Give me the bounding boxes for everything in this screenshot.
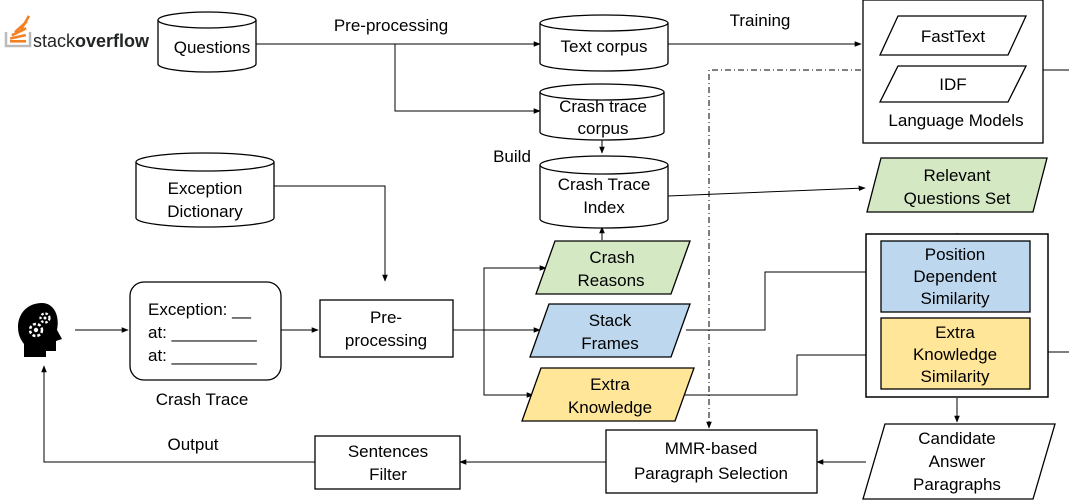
stack-frames-node: Stack Frames (529, 303, 691, 358)
mmr-selection-box: MMR-based Paragraph Selection (605, 429, 818, 494)
preprocessing-line1: Pre- (370, 308, 402, 327)
edge-preprocess-crashcorpus (394, 44, 541, 114)
crash-trace-line3: at: _________ (148, 346, 257, 365)
crash-trace-line2: at: _________ (148, 323, 257, 342)
extra-knowledge-similarity-box (880, 317, 1031, 390)
label-training: Training (730, 11, 791, 30)
label-output: Output (167, 435, 218, 454)
relevant-questions-line1: Relevant (923, 166, 990, 185)
edge-stackframes-position (686, 269, 879, 331)
exception-dictionary-line1: Exception (168, 179, 243, 198)
crash-trace-index-line1: Crash Trace (558, 175, 651, 194)
crash-trace-corpus-database: Crash trace corpus (539, 83, 665, 141)
logo-stack-text: stack (33, 31, 76, 51)
candidate-line1: Candidate (918, 429, 996, 448)
sentences-filter-line1: Sentences (348, 442, 428, 461)
language-models-box: FastText IDF Language Models (862, 0, 1044, 144)
candidate-line2: Answer (929, 452, 986, 471)
questions-label: Questions (174, 38, 251, 57)
language-models-label: Language Models (888, 111, 1023, 130)
fasttext-label: FastText (921, 27, 986, 46)
extra-knowledge-line2: Knowledge (568, 398, 652, 417)
extra-knowledge-node: Extra Knowledge (521, 367, 695, 422)
extra-knowledge-line1: Extra (590, 375, 630, 394)
position-similarity-line1: Position (925, 245, 985, 264)
mmr-line2: Paragraph Selection (634, 464, 788, 483)
position-similarity-box (880, 240, 1031, 313)
crash-trace-box: Exception: __ at: _________ at: ________… (129, 281, 282, 409)
crash-trace-index-database: Crash Trace Index (539, 155, 669, 229)
extra-similarity-line3: Similarity (921, 367, 990, 386)
crash-reasons-node: Crash Reasons (535, 240, 691, 295)
text-corpus-database: Text corpus (539, 14, 669, 72)
questions-database: Questions (157, 11, 257, 73)
extra-similarity-line1: Extra (935, 323, 975, 342)
label-preprocessing: Pre-processing (334, 16, 448, 35)
stack-frames-line2: Frames (581, 334, 639, 353)
candidate-paragraphs-node: Candidate Answer Paragraphs (862, 423, 1056, 500)
edge-split-crashreasons (483, 265, 547, 330)
sentences-filter-box: Sentences Filter (314, 435, 461, 490)
crash-trace-caption: Crash Trace (156, 390, 249, 409)
crash-trace-corpus-line1: Crash trace (559, 97, 647, 116)
crash-trace-line1: Exception: __ (148, 300, 252, 319)
user-head-gears-icon (18, 303, 62, 357)
edge-split-extraknowledge (483, 330, 534, 398)
idf-label: IDF (939, 75, 966, 94)
mmr-line1: MMR-based (665, 439, 758, 458)
edge-extraknowledge-extrasim (675, 352, 879, 396)
edge-sentences-user (41, 365, 315, 463)
similarity-container: Position Dependent Similarity Extra Know… (865, 233, 1049, 398)
exception-dictionary-line2: Dictionary (167, 202, 243, 221)
logo-overflow-text: overflow (75, 31, 150, 51)
relevant-questions-node: Relevant Questions Set (866, 157, 1048, 213)
extra-similarity-line2: Knowledge (913, 345, 997, 364)
crash-trace-index-line2: Index (583, 198, 625, 217)
crash-reasons-line1: Crash (589, 248, 634, 267)
preprocessing-line2: processing (345, 331, 427, 350)
stack-frames-line1: Stack (589, 311, 632, 330)
edge-index-relevant (667, 185, 866, 197)
exception-dictionary-database: Exception Dictionary (135, 152, 275, 228)
text-corpus-label: Text corpus (561, 37, 648, 56)
candidate-line3: Paragraphs (913, 475, 1001, 494)
stackoverflow-logo: stackoverflow (4, 15, 150, 51)
stackoverflow-wordmark: stackoverflow (33, 31, 150, 51)
edge-exception-preprocess (274, 185, 388, 282)
preprocessing-box: Pre- processing (319, 299, 454, 358)
crash-reasons-line2: Reasons (577, 271, 644, 290)
relevant-questions-line2: Questions Set (904, 189, 1011, 208)
edges (41, 41, 1069, 465)
stackoverflow-icon (4, 15, 32, 48)
position-similarity-line2: Dependent (913, 267, 996, 286)
position-similarity-line3: Similarity (921, 289, 990, 308)
edge-langmodels-mmr-dashed (706, 69, 861, 429)
sentences-filter-line2: Filter (369, 465, 407, 484)
label-build: Build (493, 147, 531, 166)
crash-trace-corpus-line2: corpus (577, 119, 628, 138)
